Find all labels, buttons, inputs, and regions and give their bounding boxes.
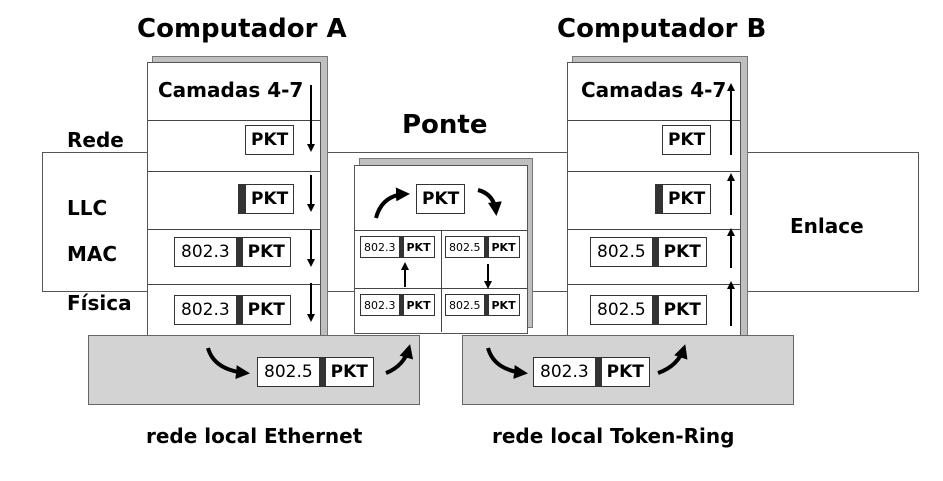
lan-curved-arrows: [208, 348, 684, 373]
bridge-arrows: [405, 264, 488, 287]
bridge-curved-arrows: [376, 190, 496, 218]
